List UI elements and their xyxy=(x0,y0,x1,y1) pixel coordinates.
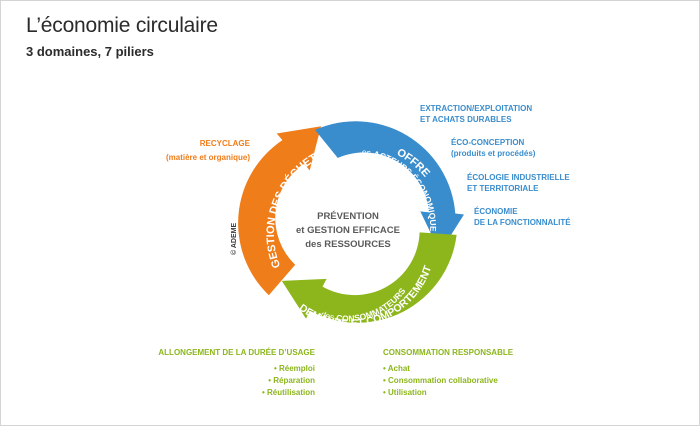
recyclage-sub: (matière et organique) xyxy=(165,153,250,162)
slide-subtitle: 3 domaines, 7 piliers xyxy=(26,44,154,59)
pilier-eco-conception-line-1: ÉCO-CONCEPTION xyxy=(451,138,525,147)
allongement-item: • Réemploi xyxy=(273,364,315,373)
allongement-item: • Réparation xyxy=(268,376,315,385)
pilier-eco-conception-line-2: (produits et procédés) xyxy=(451,149,536,158)
consommation-item: • Achat xyxy=(383,364,410,373)
allongement-item: • Réutilisation xyxy=(261,388,315,397)
pilier-extraction-line-2: ET ACHATS DURABLES xyxy=(420,115,512,124)
blue-arrow xyxy=(315,121,464,253)
arrow-label-offre-2: des ACTEURS ÉCONOMIQUES xyxy=(0,0,438,232)
center-line-1: PRÉVENTION xyxy=(317,211,379,222)
consommation-item: • Utilisation xyxy=(383,388,427,397)
pilier-economie-fonctionnalite-line-2: DE LA FONCTIONNALITÉ xyxy=(474,218,571,227)
consommation-item: • Consommation collaborative xyxy=(383,376,498,385)
center-line-3: des RESSOURCES xyxy=(305,239,391,250)
pilier-ecologie-industrielle-line-2: ET TERRITORIALE xyxy=(467,184,539,193)
recyclage-label: RECYCLAGE (matière et organique) xyxy=(150,138,250,163)
pilier-extraction-line-1: EXTRACTION/EXPLOITATION xyxy=(420,104,533,113)
allongement-block: ALLONGEMENT DE LA DURÉE D’USAGE • Réempl… xyxy=(150,347,315,399)
pilier-ecologie-industrielle-line-1: ÉCOLOGIE INDUSTRIELLE xyxy=(467,173,570,182)
pilier-ecologie-industrielle: ÉCOLOGIE INDUSTRIELLE ET TERRITORIALE xyxy=(467,172,570,194)
allongement-title: ALLONGEMENT DE LA DURÉE D’USAGE xyxy=(158,348,315,357)
pilier-economie-fonctionnalite: ÉCONOMIE DE LA FONCTIONNALITÉ xyxy=(474,206,571,228)
consommation-block: CONSOMMATION RESPONSABLE • Achat • Conso… xyxy=(383,347,513,399)
pilier-eco-conception: ÉCO-CONCEPTION (produits et procédés) xyxy=(451,137,535,159)
pilier-economie-fonctionnalite-line-1: ÉCONOMIE xyxy=(474,207,518,216)
center-line-2: et GESTION EFFICACE xyxy=(296,225,400,236)
ademe-credit: © ADEME xyxy=(230,223,238,255)
recyclage-title: RECYCLAGE xyxy=(199,139,250,148)
green-arrow xyxy=(281,232,457,323)
consommation-title: CONSOMMATION RESPONSABLE xyxy=(383,348,514,357)
slide-title: L’économie circulaire xyxy=(26,14,218,37)
pilier-extraction: EXTRACTION/EXPLOITATION ET ACHATS DURABL… xyxy=(420,103,532,125)
orange-arrow xyxy=(238,126,321,296)
